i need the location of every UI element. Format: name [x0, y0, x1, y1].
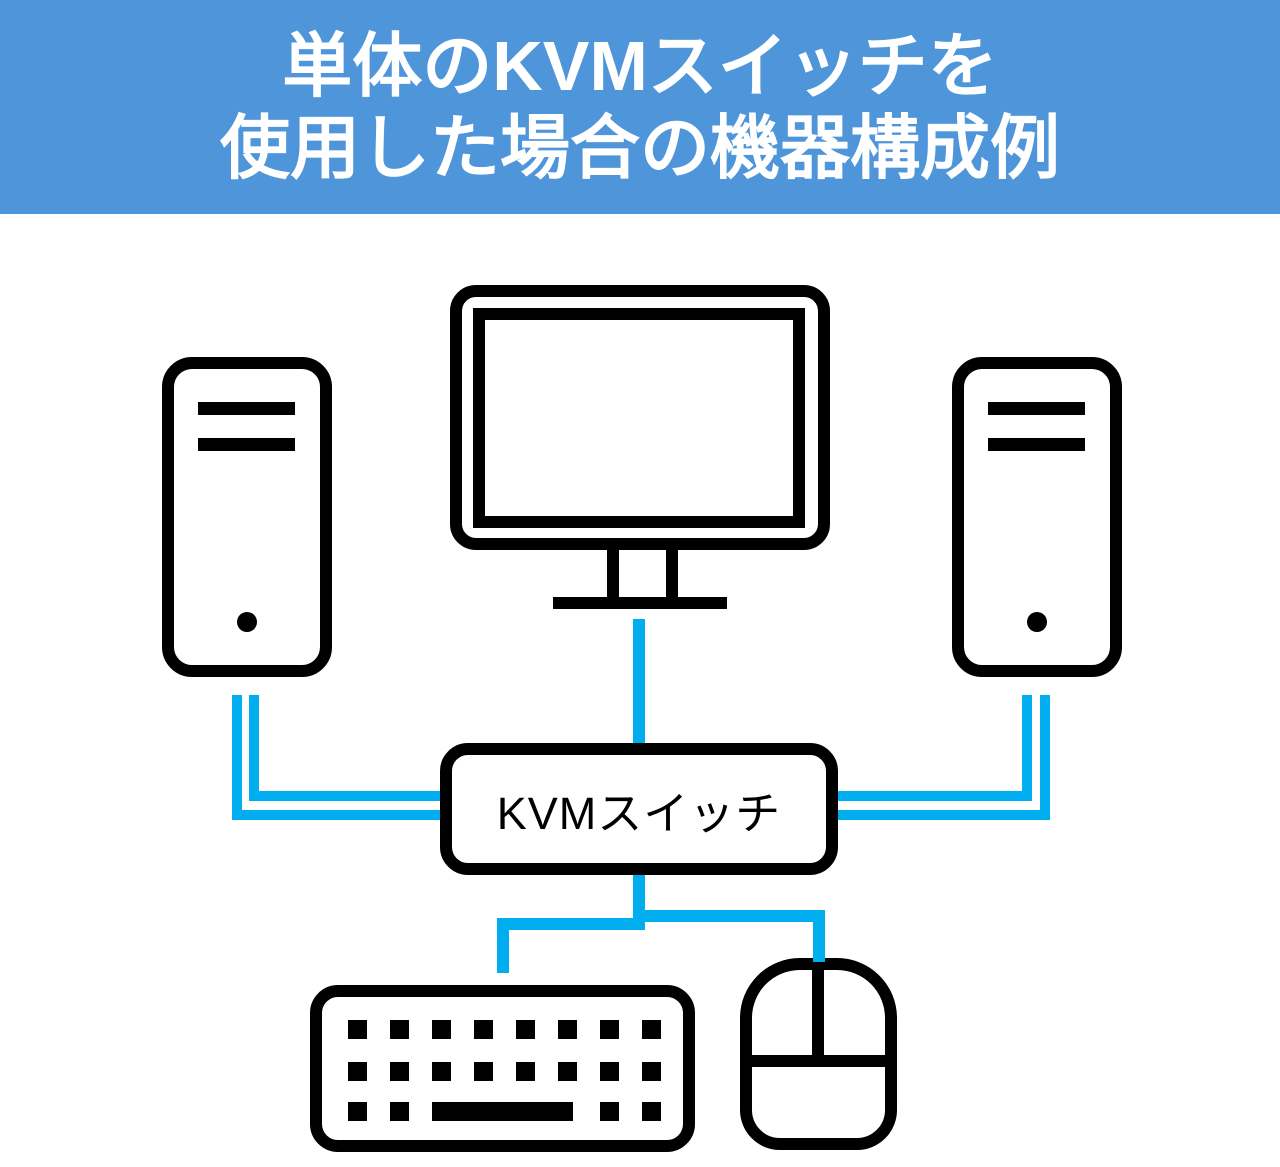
kvm-switch-box: KVMスイッチ — [440, 743, 838, 875]
cable-left-pc-outer-horizontal — [232, 810, 440, 820]
drive-bay-slot — [988, 402, 1085, 415]
keyboard-spacebar — [432, 1102, 573, 1121]
monitor-screen — [473, 308, 805, 528]
kvm-switch-label: KVMスイッチ — [496, 787, 782, 839]
power-button-dot — [237, 612, 257, 632]
cable-monitor-to-kvm — [633, 619, 645, 743]
keyboard-key — [600, 1062, 619, 1081]
cable-mouse-horizontal — [633, 910, 825, 922]
keyboard-key — [600, 1102, 619, 1121]
monitor-stand-base — [553, 597, 727, 609]
keyboard-key — [390, 1062, 409, 1081]
drive-bay-slot — [198, 402, 295, 415]
keyboard-key — [474, 1020, 493, 1039]
page-title-line-1: 単体のKVMスイッチを — [282, 27, 998, 105]
keyboard-key — [558, 1020, 577, 1039]
page-title-line-2: 使用した場合の機器構成例 — [220, 109, 1060, 187]
keyboard-key — [558, 1062, 577, 1081]
mouse-button-divider-vertical — [812, 958, 824, 1061]
keyboard-key — [642, 1102, 661, 1121]
power-button-dot — [1027, 612, 1047, 632]
cable-right-pc-inner-vertical — [1022, 695, 1032, 801]
monitor-stand-neck-right — [666, 550, 678, 597]
monitor-stand-neck-left — [607, 550, 619, 597]
cable-right-pc-outer-vertical — [1040, 695, 1050, 820]
keyboard-key — [432, 1020, 451, 1039]
left-computer-icon — [162, 357, 332, 677]
cable-keyboard-horizontal — [497, 918, 645, 930]
keyboard-key — [642, 1062, 661, 1081]
cable-left-pc-inner-horizontal — [249, 791, 440, 801]
keyboard-key — [474, 1062, 493, 1081]
keyboard-key — [642, 1020, 661, 1039]
right-computer-icon — [952, 357, 1122, 677]
keyboard-key — [390, 1020, 409, 1039]
drive-bay-slot — [198, 438, 295, 451]
cable-right-pc-outer-horizontal — [838, 810, 1050, 820]
keyboard-icon — [310, 985, 695, 1152]
drive-bay-slot — [988, 438, 1085, 451]
title-banner: 単体のKVMスイッチを 使用した場合の機器構成例 — [0, 0, 1280, 214]
cable-mouse-drop — [813, 910, 825, 962]
mouse-button-divider-horizontal — [740, 1055, 897, 1067]
mouse-icon — [740, 958, 897, 1150]
keyboard-key — [348, 1020, 367, 1039]
keyboard-key — [348, 1062, 367, 1081]
monitor-icon — [450, 285, 830, 550]
cable-keyboard-drop — [497, 918, 509, 973]
keyboard-key — [516, 1062, 535, 1081]
keyboard-key — [348, 1102, 367, 1121]
cable-left-pc-outer-vertical — [232, 695, 242, 820]
cable-right-pc-inner-horizontal — [838, 791, 1032, 801]
cable-left-pc-inner-vertical — [249, 695, 259, 801]
keyboard-key — [390, 1102, 409, 1121]
keyboard-key — [600, 1020, 619, 1039]
keyboard-key — [432, 1062, 451, 1081]
keyboard-key — [516, 1020, 535, 1039]
